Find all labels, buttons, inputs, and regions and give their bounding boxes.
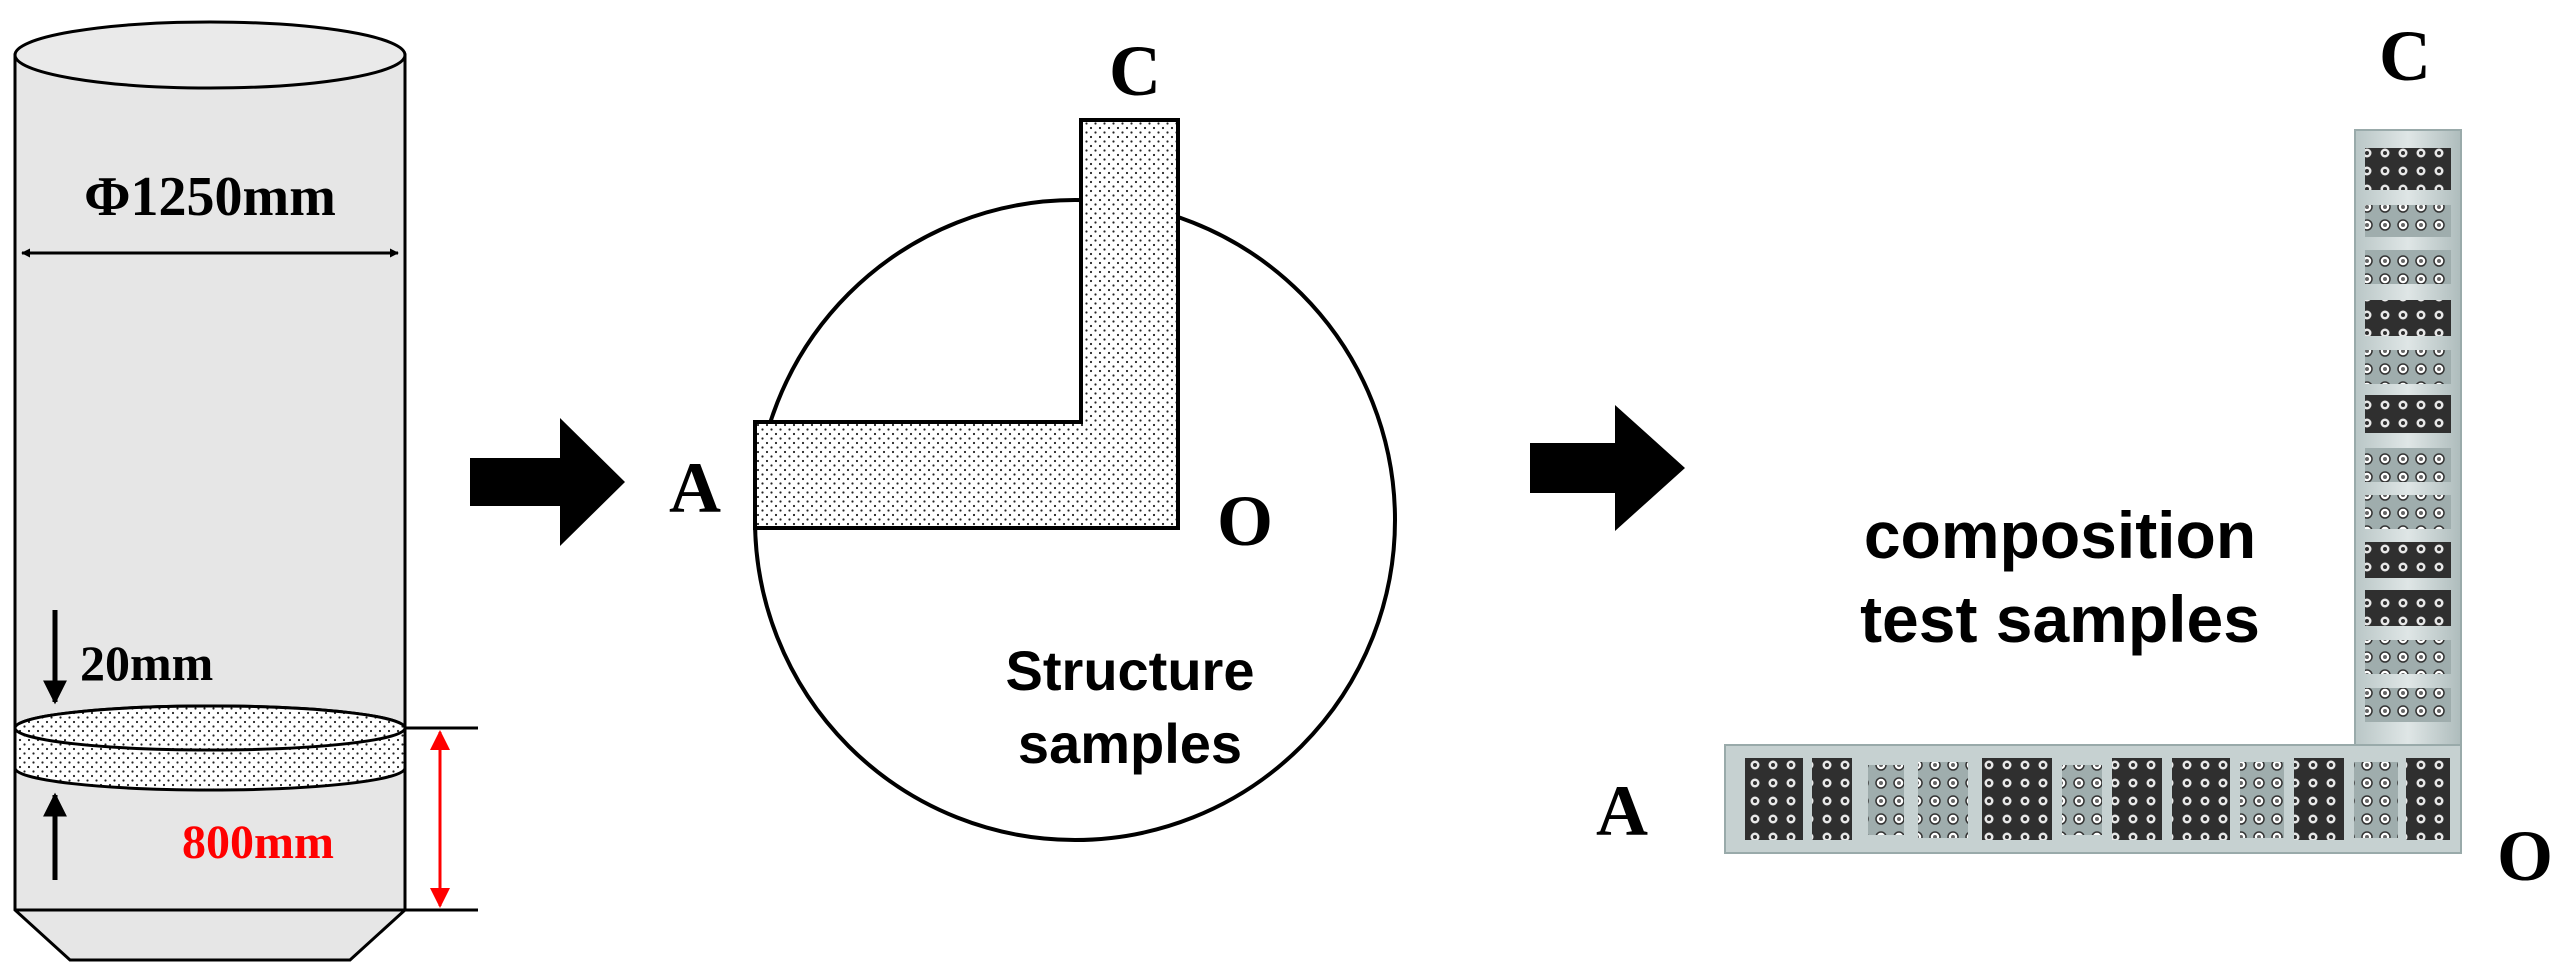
sample-patch — [2294, 758, 2344, 840]
sample-patch — [2172, 758, 2230, 840]
photo-label-o: O — [2497, 816, 2553, 896]
cross-section-label-a: A — [669, 448, 721, 528]
sample-patch — [1745, 758, 1803, 840]
sample-patch — [2365, 395, 2451, 433]
horizontal-sample-dots — [1745, 758, 2450, 840]
sample-patch — [2365, 542, 2451, 578]
l-shaped-sample-region — [753, 118, 1180, 530]
sample-patch — [2062, 765, 2102, 835]
thickness-label: 20mm — [80, 635, 213, 691]
sample-patch — [2112, 758, 2162, 840]
diameter-label: Φ1250mm — [84, 166, 336, 228]
sample-patch — [1868, 765, 1904, 835]
cylinder-drawing: Φ1250mm 20mm 800mm — [13, 20, 478, 962]
sample-patch — [2365, 590, 2451, 626]
sample-patch — [2365, 250, 2451, 284]
photo-label-c: C — [2379, 16, 2431, 96]
sample-patch — [2406, 758, 2450, 840]
process-arrow-1 — [470, 418, 625, 546]
photo-label-a: A — [1596, 771, 1648, 851]
sample-patch — [2365, 688, 2451, 722]
cross-section-caption-line2: samples — [1018, 712, 1242, 775]
cross-section-caption-line1: Structure — [1006, 639, 1255, 702]
cross-section-drawing: C A O Structure samples — [669, 31, 1397, 842]
sample-patch — [2354, 762, 2398, 838]
sample-patch — [2365, 148, 2451, 190]
sample-patch — [2365, 350, 2451, 384]
height-label: 800mm — [182, 816, 334, 869]
vertical-sample-dots — [2365, 148, 2451, 722]
process-arrow-2 — [1530, 405, 1685, 531]
sample-patch — [2240, 762, 2284, 838]
sample-patch — [2365, 300, 2451, 336]
photo-caption-line2: test samples — [1860, 582, 2260, 656]
sample-patch — [1982, 758, 2052, 840]
sample-patch — [2365, 205, 2451, 237]
sample-patch — [2365, 495, 2451, 529]
cylinder-top-ellipse — [13, 20, 407, 90]
cross-section-label-o: O — [1217, 481, 1273, 561]
sample-patch — [1812, 758, 1852, 840]
sample-patch — [1918, 762, 1968, 838]
sample-disc-top — [13, 704, 407, 752]
photo-caption-line1: composition — [1864, 498, 2256, 572]
samples-photo: C A O composition test samples — [1596, 16, 2553, 896]
sample-patch — [2365, 640, 2451, 674]
sample-patch — [2365, 448, 2451, 482]
cross-section-label-c: C — [1109, 31, 1161, 111]
